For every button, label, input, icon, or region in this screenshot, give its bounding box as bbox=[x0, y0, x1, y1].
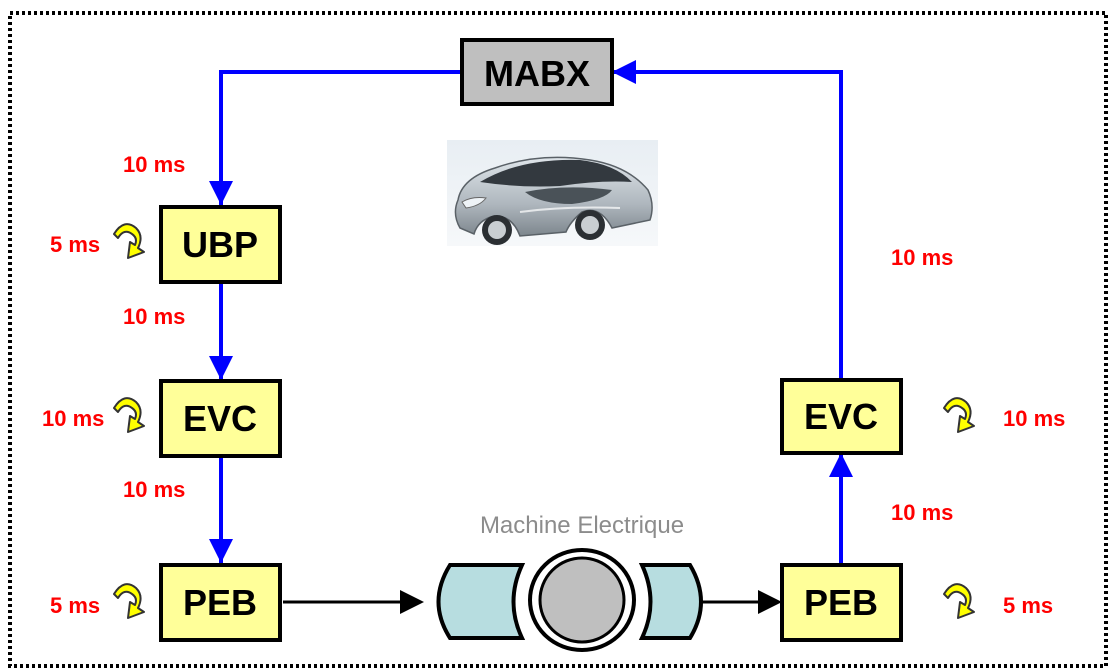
loop-icon-evc-right bbox=[944, 398, 974, 432]
machine-stator-right bbox=[642, 565, 701, 638]
timing-evc-right-to-mabx: 10 ms bbox=[891, 245, 953, 270]
arrowhead-evc-left bbox=[209, 356, 233, 380]
evc-right-label: EVC bbox=[804, 396, 878, 437]
electric-machine: Machine Electrique bbox=[439, 512, 702, 650]
timing-evc-left-loop: 10 ms bbox=[42, 406, 104, 431]
machine-stator-left bbox=[439, 565, 523, 638]
timing-evc-right-loop: 10 ms bbox=[1003, 406, 1065, 431]
arrowhead-peb-left bbox=[209, 539, 233, 563]
timing-peb-left-loop: 5 ms bbox=[50, 593, 100, 618]
timing-evc-to-peb: 10 ms bbox=[123, 477, 185, 502]
timing-mabx-to-ubp: 10 ms bbox=[123, 152, 185, 177]
machine-label: Machine Electrique bbox=[480, 512, 684, 539]
timing-peb-right-loop: 5 ms bbox=[1003, 593, 1053, 618]
node-evc-left[interactable]: EVC bbox=[161, 381, 280, 456]
arrowhead-evc-right bbox=[829, 453, 853, 477]
peb-left-label: PEB bbox=[183, 582, 257, 623]
node-peb-right[interactable]: PEB bbox=[782, 565, 901, 640]
mabx-label: MABX bbox=[484, 53, 590, 94]
loop-icon-evc-left bbox=[114, 398, 144, 432]
connectors bbox=[209, 60, 853, 563]
car-image bbox=[447, 140, 658, 246]
loop-icon-peb-right bbox=[944, 584, 974, 618]
node-mabx[interactable]: MABX bbox=[462, 40, 612, 104]
timing-ubp-loop: 5 ms bbox=[50, 232, 100, 257]
evc-left-label: EVC bbox=[183, 398, 257, 439]
peb-right-label: PEB bbox=[804, 582, 878, 623]
timing-ubp-to-evc: 10 ms bbox=[123, 304, 185, 329]
arrowhead-mabx bbox=[612, 60, 636, 84]
arrow-mabx-to-ubp bbox=[221, 72, 462, 205]
loop-icon-ubp bbox=[114, 224, 144, 258]
ubp-label: UBP bbox=[182, 224, 258, 265]
loop-icon-peb-left bbox=[114, 584, 144, 618]
node-peb-left[interactable]: PEB bbox=[161, 565, 280, 640]
node-evc-right[interactable]: EVC bbox=[782, 380, 901, 453]
node-ubp[interactable]: UBP bbox=[161, 207, 280, 282]
arrowhead-peb-right bbox=[758, 590, 782, 614]
arrowhead-ubp bbox=[209, 181, 233, 205]
arrowhead-machine bbox=[400, 590, 424, 614]
timing-peb-right-to-evc: 10 ms bbox=[891, 500, 953, 525]
